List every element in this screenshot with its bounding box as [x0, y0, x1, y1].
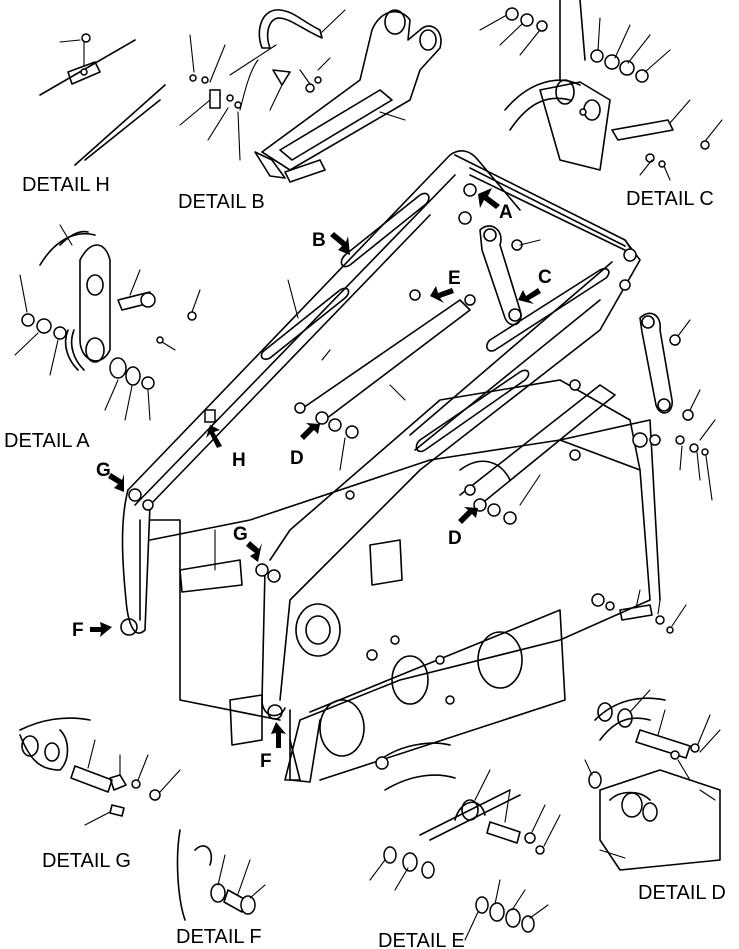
detail-c-drawing: [479, 0, 723, 181]
arrow-g-upper: [108, 473, 124, 492]
detail-a-drawing: [14, 224, 201, 421]
detail-b-drawing: [179, 9, 442, 183]
arrow-f-bottom: [271, 722, 286, 748]
detail-g-drawing: [19, 717, 181, 826]
arrow-h: [206, 425, 222, 448]
arrow-d-left: [300, 423, 320, 440]
detail-b-label: DETAIL B: [178, 191, 265, 213]
callout-arrows: [90, 188, 541, 748]
callout-h: H: [232, 450, 246, 471]
arrow-e: [430, 286, 454, 303]
callout-b: B: [312, 230, 326, 251]
detail-d-label: DETAIL D: [638, 882, 726, 904]
callout-d-right: D: [448, 528, 462, 549]
detail-g-label: DETAIL G: [42, 850, 131, 872]
detail-h-label: DETAIL H: [22, 174, 110, 196]
callout-a: A: [499, 202, 513, 223]
callout-d-left: D: [290, 448, 304, 469]
detail-e-drawing: [369, 742, 561, 941]
detail-f-drawing: [176, 829, 266, 921]
detail-a-label: DETAIL A: [4, 430, 90, 452]
callout-f-bottom: F: [260, 751, 272, 772]
detail-f-label: DETAIL F: [176, 926, 262, 948]
main-lift-arm-assembly: [120, 150, 716, 783]
arrow-f-left: [90, 622, 112, 637]
detail-c-label: DETAIL C: [626, 188, 714, 210]
callout-g-upper: G: [96, 460, 111, 481]
detail-d-drawing: [584, 689, 721, 871]
callout-c: C: [538, 267, 552, 288]
callout-f-left: F: [72, 620, 84, 641]
arrow-a: [478, 188, 500, 209]
callout-e: E: [448, 268, 461, 289]
callout-g-lower: G: [233, 524, 248, 545]
detail-h-drawing: [39, 33, 166, 166]
arrow-g-lower: [246, 541, 262, 562]
arrow-c: [518, 288, 541, 304]
arrow-d-right: [458, 507, 478, 524]
arrow-b: [330, 232, 350, 255]
detail-e-label: DETAIL E: [378, 930, 465, 949]
